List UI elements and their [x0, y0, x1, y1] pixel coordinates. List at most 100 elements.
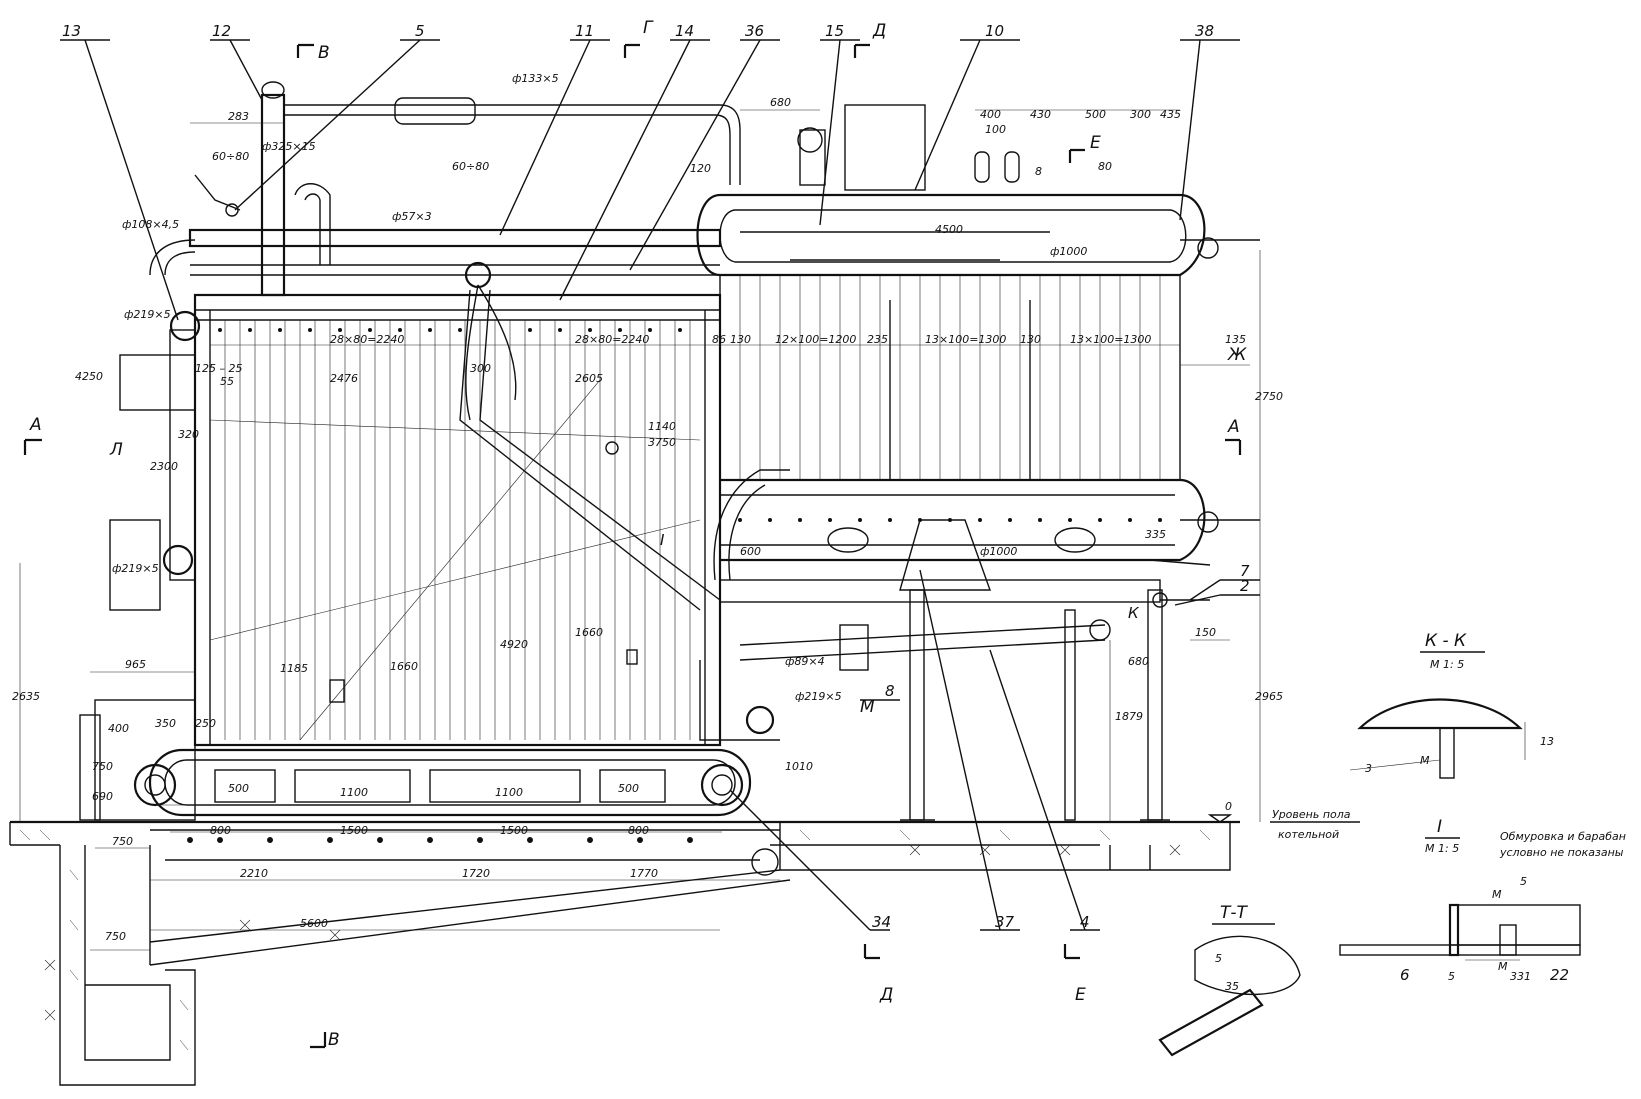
dim-0: 0 [1225, 800, 1232, 813]
dim-2750: 2750 [1255, 390, 1283, 403]
dim-4920: 4920 [500, 638, 528, 651]
dim-60-80a: 60÷80 [212, 150, 249, 163]
dim-108: ф108×4,5 [122, 218, 179, 231]
dim-690: 690 [92, 790, 113, 803]
dim-130a: 130 [730, 333, 751, 346]
detail-i-scale: М 1: 5 [1425, 842, 1459, 855]
dim-28a: 28×80=2240 [330, 333, 404, 346]
callout-15: 15 [825, 22, 844, 40]
dim-2300: 2300 [150, 460, 178, 473]
dim-300m: 300 [470, 362, 491, 375]
section-v-top: В [318, 43, 330, 63]
dim-219b: ф219×5 [112, 562, 159, 575]
dim-219a: ф219×5 [124, 308, 171, 321]
callout-12: 12 [212, 22, 231, 40]
dim-400b: 400 [108, 722, 129, 735]
detail-tt [1158, 935, 1301, 1057]
section-v-bottom: В [328, 1030, 340, 1050]
detail-kk [1349, 698, 1526, 779]
detail-i-labels: I М 1: 5 Обмуровка и барабан условно не … [1425, 817, 1626, 983]
section-a-left: А [29, 415, 42, 435]
section-a-right: А [1227, 417, 1240, 437]
section-kk-title: К - К [1425, 631, 1467, 651]
dim-680b: 680 [1128, 655, 1149, 668]
callout-4: 4 [1080, 913, 1090, 931]
dim-55: 55 [220, 375, 234, 388]
dimension-lines [19, 109, 1261, 951]
dim-750b: 750 [112, 835, 133, 848]
callout-37: 37 [995, 913, 1015, 931]
dim-13a: 13×100=1300 [925, 333, 1006, 346]
dim-4500: 4500 [935, 223, 963, 236]
dim-57: ф57×3 [392, 210, 432, 223]
callout-11: 11 [575, 22, 594, 40]
dim-1185: 1185 [280, 662, 308, 675]
dim-2635: 2635 [12, 690, 40, 703]
dim-1100a: 1100 [340, 786, 368, 799]
dim-335: 335 [1145, 528, 1166, 541]
detail-i-note2: условно не показаны [1499, 846, 1624, 859]
dim-125: 125 – 25 [195, 362, 243, 375]
dim-12: 12×100=1200 [775, 333, 856, 346]
callout-6: 6 [1400, 966, 1410, 984]
callout-38: 38 [1195, 22, 1214, 40]
detail-i-m2: М [1498, 960, 1508, 973]
dim-80: 80 [1098, 160, 1112, 173]
mark-k: К [1128, 604, 1140, 622]
callout-8: 8 [885, 682, 895, 700]
dim-1500b: 1500 [500, 824, 528, 837]
dim-430: 430 [1030, 108, 1051, 121]
section-kk-dim: 13 [1540, 735, 1554, 748]
dim-750c: 750 [105, 930, 126, 943]
dim-3750: 3750 [648, 436, 676, 449]
dim-1100b: 1100 [495, 786, 523, 799]
dim-2476: 2476 [330, 372, 358, 385]
callout-36: 36 [745, 22, 764, 40]
left-screen [79, 239, 201, 821]
callout-5: 5 [415, 22, 425, 40]
dimension-labels: 283 60÷80 ф325×15 ф133×5 60÷80 ф57×3 ф10… [12, 72, 1283, 943]
upper-drum [696, 104, 1219, 277]
floor-label-line2: котельной [1278, 828, 1339, 841]
callout-10: 10 [985, 22, 1004, 40]
dim-1660b: 1660 [575, 626, 603, 639]
mark-i: I [660, 531, 665, 549]
dim-1770: 1770 [630, 867, 658, 880]
dim-28b: 28×80=2240 [575, 333, 649, 346]
floor-label-line1: Уровень пола [1272, 808, 1351, 821]
dim-300t: 300 [1130, 108, 1151, 121]
section-kk-weld: 3 [1365, 762, 1372, 775]
section-d-top: Д [872, 21, 886, 41]
dim-235: 235 [867, 333, 888, 346]
section-kk-m: М [1420, 754, 1430, 767]
support-frame [699, 469, 1211, 821]
dim-1000a: ф1000 [1050, 245, 1087, 258]
dim-120: 120 [690, 162, 711, 175]
dim-250: 250 [195, 717, 216, 730]
section-kk-scale: М 1: 5 [1430, 658, 1464, 671]
dim-89: ф89×4 [785, 655, 825, 668]
callout-7: 7 [1240, 562, 1250, 580]
dim-1000b: ф1000 [980, 545, 1017, 558]
dim-150: 150 [1195, 626, 1216, 639]
callout-2: 2 [1240, 577, 1250, 595]
callout-14: 14 [675, 22, 694, 40]
dim-2965: 2965 [1255, 690, 1283, 703]
callout-leaders [60, 39, 1260, 931]
dim-130b: 130 [1020, 333, 1041, 346]
dim-1500a: 1500 [340, 824, 368, 837]
dim-100: 100 [985, 123, 1006, 136]
section-marks: В В Г Д Д Е Е А А Л Ж М К I [23, 18, 1247, 1050]
view-l: Л [109, 440, 123, 460]
detail-i-note1: Обмуровка и барабан [1500, 830, 1626, 843]
section-kk-labels: К - К М 1: 5 3 М 13 [1365, 631, 1554, 775]
callout-22: 22 [1550, 966, 1569, 984]
floor-level-label: Уровень пола котельной [1207, 808, 1360, 841]
dim-1879: 1879 [1115, 710, 1143, 723]
section-tt-dim: 35 [1225, 980, 1239, 993]
callout-labels: 13 12 5 11 14 36 15 10 38 7 2 8 34 37 4 … [62, 22, 1569, 984]
detail-i-m1: М [1492, 888, 1502, 901]
dim-750a: 750 [92, 760, 113, 773]
dim-350: 350 [155, 717, 176, 730]
